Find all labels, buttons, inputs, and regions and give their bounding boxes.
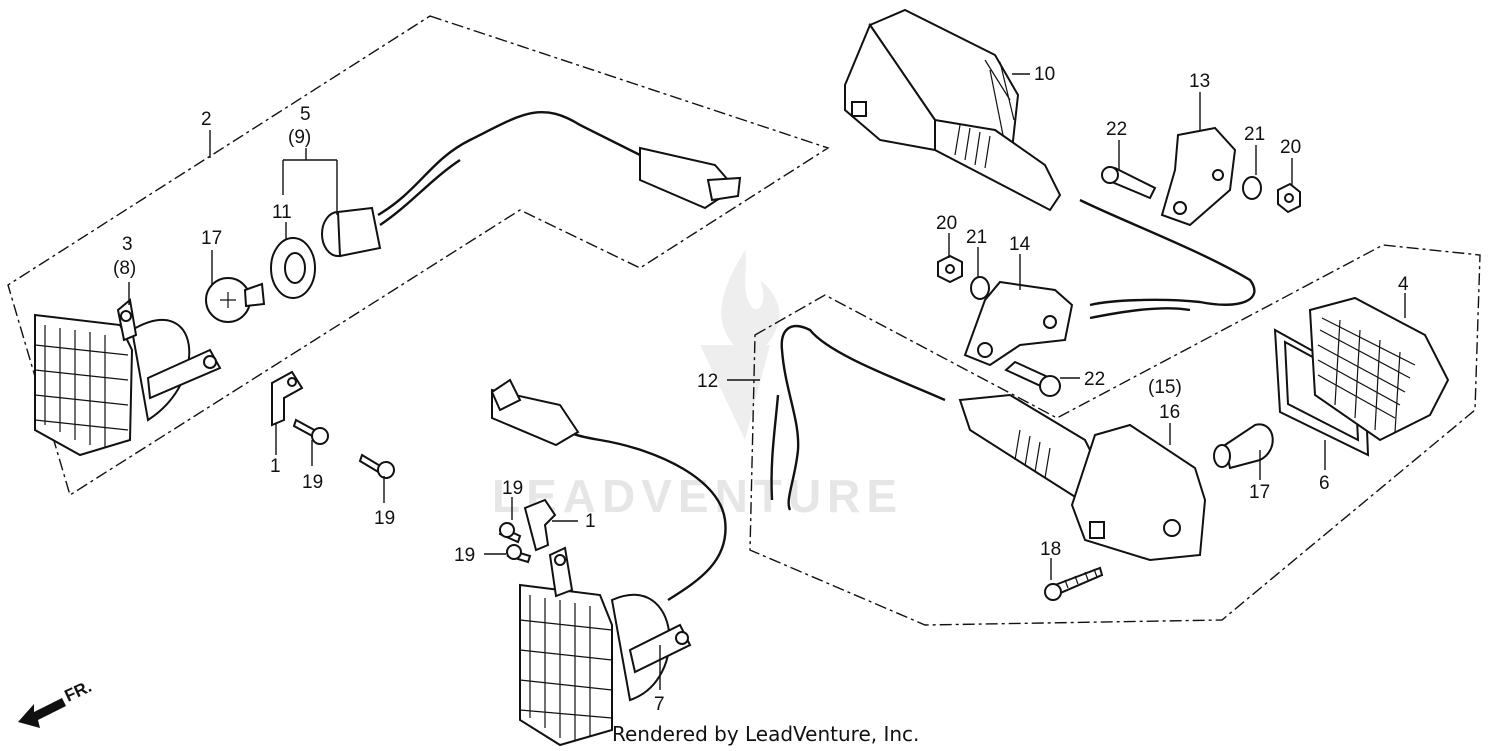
bolt-middle [1004,360,1061,397]
front-right-turn-signal [490,378,727,747]
left-front-group-outline [7,15,830,497]
rear-lens [1308,296,1450,442]
callout-19-right-b: 19 [454,545,475,566]
watermark: LEADVENTURE [492,250,903,522]
callout-17-right: 17 [1249,482,1270,503]
bolt-upper [1101,166,1157,200]
callout-19-left-a: 19 [302,472,323,493]
callout-13: 13 [1189,71,1210,92]
callout-19-right-a: 19 [502,478,523,499]
callout-12: 12 [697,371,718,392]
socket-harness-front [321,111,742,258]
callout-14: 14 [1009,234,1031,255]
callout-10: 10 [1034,64,1055,85]
callout-3-alt: (8) [113,258,136,279]
rear-turn-signal-upper [844,8,1256,320]
callout-20-upper: 20 [1280,137,1301,158]
callout-17-left: 17 [201,228,222,249]
callout-21-upper: 21 [1244,124,1265,145]
bulb-right [1213,423,1274,470]
callout-16: 16 [1159,402,1180,423]
direction-arrow-icon [18,698,66,728]
clamp-right [523,498,557,552]
callout-1-right: 1 [585,511,596,532]
rear-turn-signal-lower [770,324,1207,562]
screw-right-b [506,544,532,564]
callout-1-left: 1 [270,456,281,477]
callout-7: 7 [654,694,665,715]
front-left-turn-signal [34,298,222,457]
callout-2: 2 [201,109,212,130]
callout-15-alt: (15) [1148,377,1182,398]
screw-right-a [498,522,522,544]
screw-left-b [358,453,395,479]
watermark-text: LEADVENTURE [492,470,903,522]
callout-11: 11 [272,202,292,223]
callout-22-upper: 22 [1106,119,1127,140]
bracket-middle [963,280,1074,367]
clamp-left [271,370,304,427]
callout-5: 5 [300,104,311,125]
front-direction-indicator: FR. [18,677,95,728]
screw-rear [1044,566,1104,601]
callouts: 2 5 (9) 11 17 3 (8) 1 19 19 19 1 19 7 10… [113,64,1409,715]
callout-18: 18 [1040,539,1061,560]
render-credit: Rendered by LeadVenture, Inc. [612,722,919,746]
washer-middle [970,276,990,300]
nut-middle [937,254,963,284]
leader-lines [128,73,1406,690]
callout-20-middle: 20 [936,213,957,234]
callout-22-middle: 22 [1084,369,1105,390]
nut-upper [1277,182,1301,214]
bulb-left [205,277,266,323]
washer-upper [1242,176,1262,200]
screw-left-a [292,418,329,445]
callout-19-left-b: 19 [374,508,395,529]
callout-6: 6 [1319,473,1330,494]
ring-gasket [270,237,316,299]
bracket-upper [1160,126,1237,227]
callout-3: 3 [122,234,133,255]
direction-label: FR. [62,677,95,706]
callout-21-middle: 21 [966,227,987,248]
rear-group-outline [749,244,1481,626]
callout-4: 4 [1398,274,1409,295]
callout-5-alt: (9) [288,127,311,148]
